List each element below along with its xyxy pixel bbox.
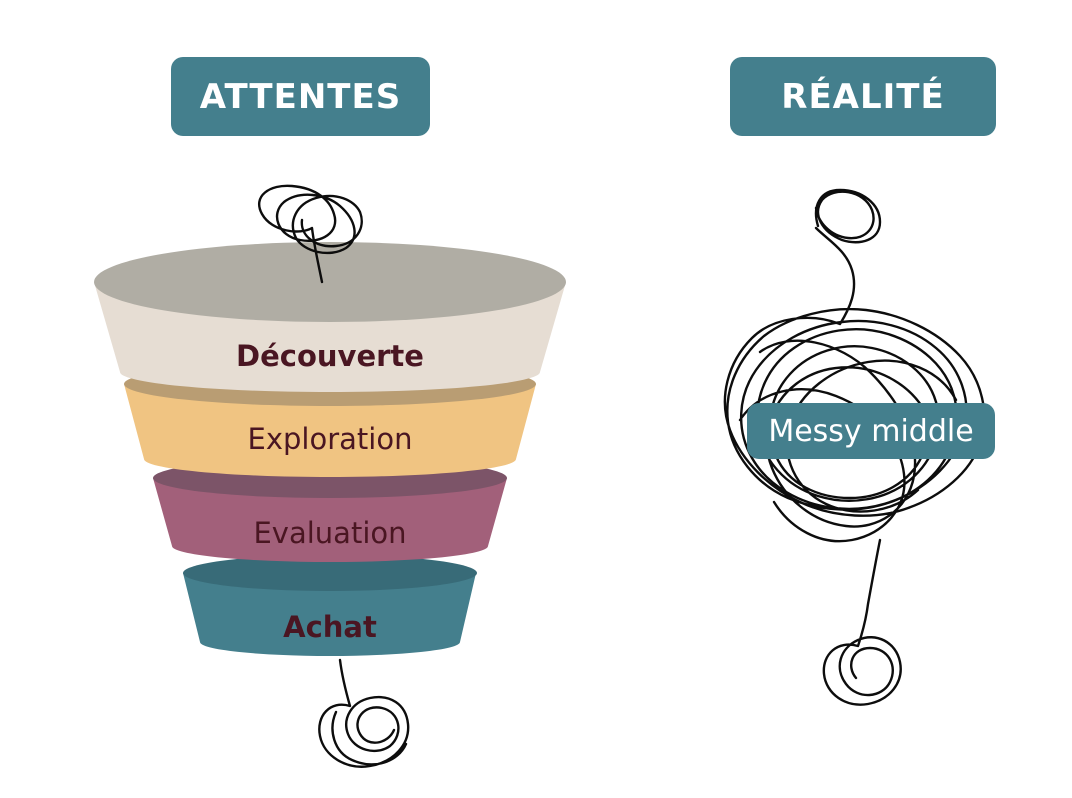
expectations-heading: ATTENTES <box>171 57 430 136</box>
funnel-stage-exploration-body <box>124 384 536 477</box>
reality-heading: RÉALITÉ <box>730 57 996 136</box>
funnel-stage-exploration-label: Exploration <box>248 422 413 456</box>
funnel-stage-achat: Achat <box>183 555 477 656</box>
funnel: Achat Evaluation Exploration Découverte <box>94 242 566 656</box>
funnel-stage-achat-label: Achat <box>283 610 377 644</box>
scribble-bottom-left-icon <box>318 658 410 768</box>
funnel-stage-decouverte-label: Découverte <box>236 339 424 373</box>
funnel-stage-decouverte: Découverte <box>94 242 566 392</box>
funnel-stage-evaluation-label: Evaluation <box>253 516 406 550</box>
funnel-stage-evaluation-body <box>153 478 507 562</box>
funnel-stage-achat-body <box>183 573 476 656</box>
expectations-heading-text: ATTENTES <box>199 76 402 117</box>
messy-middle-text: Messy middle <box>768 413 974 449</box>
scribble-top-left-icon <box>258 184 363 284</box>
messy-tangle-icon <box>723 188 986 706</box>
funnel-stage-achat-top <box>183 555 477 591</box>
messy-middle-label: Messy middle <box>747 403 995 459</box>
funnel-stage-decouverte-top <box>94 242 566 322</box>
reality-heading-text: RÉALITÉ <box>781 76 945 117</box>
